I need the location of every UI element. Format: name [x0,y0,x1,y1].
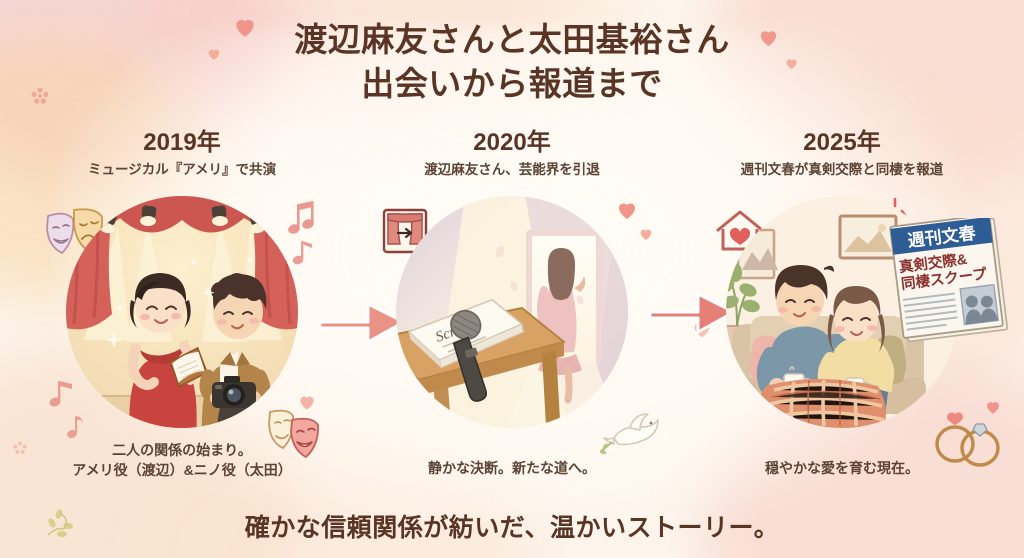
timeline-caption-2020: 静かな決断。新たな道へ。 [347,458,677,478]
title-line-2: 出会いから報道まで [361,64,663,102]
page-title: 渡辺麻友さんと太田基裕さん 出会いから報道まで [0,18,1024,106]
timeline-subtitle: ミュージカル『アメリ』で共演 [87,162,277,178]
caption-line-1: 穏やかな愛を育む現在。 [765,460,919,476]
title-line-1: 渡辺麻友さんと太田基裕さん [294,21,730,58]
timeline-column-2020: 2020年 渡辺麻友さん、芸能界を引退 [352,129,672,179]
timeline-subtitle: 渡辺麻友さん、芸能界を引退 [424,162,600,178]
timeline-year: 2020年 [473,129,551,156]
timeline-year: 2025年 [803,129,881,156]
caption-line-1: 静かな決断。新たな道へ。 [428,460,596,476]
caption-line-2: アメリ役（渡辺）&ニノ役（太田） [72,462,292,479]
timeline-column-2019: 2019年 ミュージカル『アメリ』で共演 [22,129,342,179]
arrow-2020-to-2025 [648,292,736,334]
arrow-2019-to-2020 [318,302,406,344]
stage-musical-scene [44,190,320,438]
timeline-year: 2019年 [143,129,221,156]
timeline-caption-2025: 穏やかな愛を育む現在。 [677,458,1007,478]
couple-at-home-scene [704,190,980,438]
caption-line-1: 二人の関係の始まり。 [112,442,252,458]
timeline-caption-2019: 二人の関係の始まり。 アメリ役（渡辺）&ニノ役（太田） [17,440,347,481]
timeline-subtitle: 週刊文春が真剣交際と同棲を報道 [740,162,944,178]
timeline-column-2025: 2025年 週刊文春が真剣交際と同棲を報道 [682,129,1002,179]
footer-message: 確かな信頼関係が紡いだ、温かいストーリー。 [244,514,780,542]
retirement-scene: Script [374,190,650,438]
